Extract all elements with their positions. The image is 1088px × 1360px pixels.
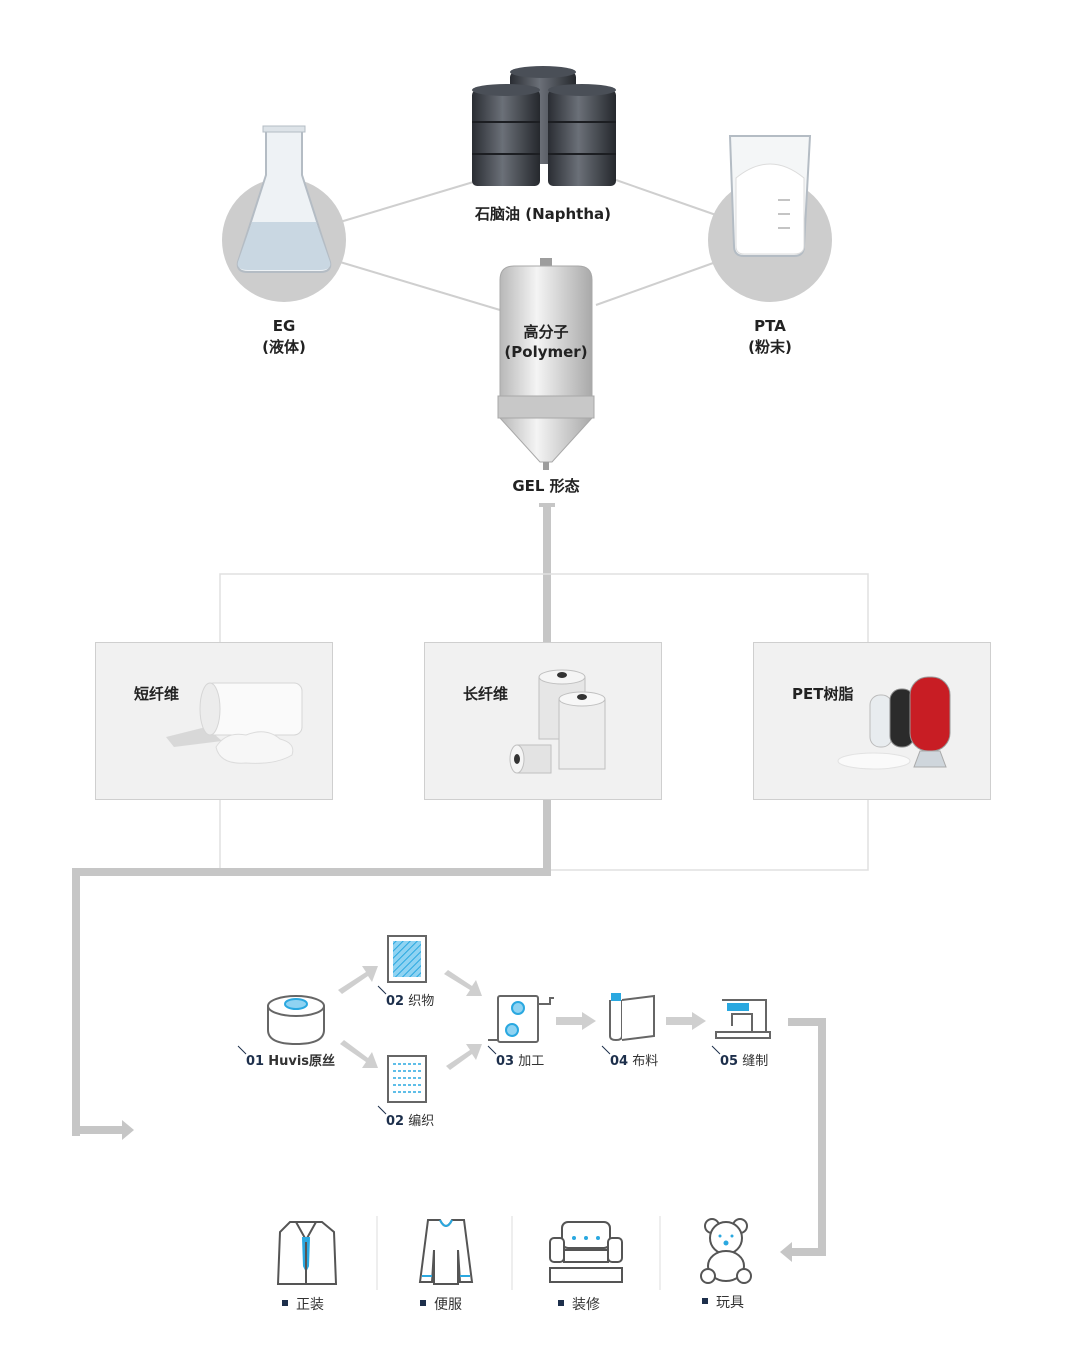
staple-fiber-icon	[166, 682, 303, 764]
step-label: 缝制	[742, 1054, 769, 1069]
category-label: 正装	[296, 1297, 324, 1313]
category-casual-wear: 便服	[420, 1294, 462, 1314]
product-box-filament: 长纤维	[424, 642, 662, 800]
category-dividers	[376, 1216, 661, 1290]
step-number: 02	[386, 994, 405, 1009]
sewing-machine-icon	[715, 999, 771, 1039]
step-number: 04	[610, 1054, 629, 1069]
process-step-processing: 03 加工	[496, 1050, 544, 1069]
polymer-name-label: 高分子	[523, 323, 569, 341]
raw-connectors	[339, 179, 717, 311]
step-label: Huvis原丝	[268, 1054, 336, 1069]
product-title: 长纤维	[463, 685, 509, 703]
product-title: 短纤维	[134, 685, 180, 703]
pta-state-label: (粉末)	[748, 338, 792, 356]
category-label: 装修	[572, 1297, 600, 1313]
filament-spools-icon	[509, 669, 606, 774]
bullet-square	[282, 1300, 288, 1306]
product-title: PET树脂	[792, 685, 854, 703]
naphtha-label: 石脑油 (Naphtha)	[475, 205, 611, 223]
teddy-bear-icon	[700, 1218, 752, 1284]
eg-name-label: EG	[272, 317, 296, 335]
step-label: 编织	[408, 1114, 435, 1129]
pta-name-label: PTA	[754, 317, 786, 335]
suit-icon	[276, 1221, 338, 1285]
step-label: 织物	[408, 994, 435, 1009]
bullet-square	[420, 1300, 426, 1306]
step-label: 加工	[518, 1054, 545, 1069]
category-label: 便服	[434, 1297, 462, 1313]
bullet-square	[702, 1298, 708, 1304]
step-label: 布料	[632, 1054, 659, 1069]
process-step-sewing: 05 缝制	[720, 1050, 768, 1069]
step-ticks	[237, 985, 721, 1115]
step-number: 05	[720, 1054, 739, 1069]
process-step-raw-yarn: 01 Huvis原丝	[246, 1050, 335, 1069]
sofa-icon	[549, 1221, 623, 1283]
casual-top-icon	[418, 1219, 474, 1285]
category-formal-wear: 正装	[282, 1294, 324, 1314]
cloth-roll-icon	[609, 993, 655, 1042]
weaving-icon	[387, 1055, 427, 1103]
eg-state-label: (液体)	[262, 338, 306, 356]
process-step-fabric: 02 织物	[386, 990, 434, 1009]
gel-connector	[539, 503, 555, 643]
bullet-square	[558, 1300, 564, 1306]
polymer-tank-icon	[497, 258, 595, 470]
step-number: 01	[246, 1054, 265, 1069]
process-arrows	[338, 966, 706, 1070]
fabric-icon	[387, 935, 427, 983]
step-number: 02	[386, 1114, 405, 1129]
yarn-spool-icon	[267, 995, 325, 1046]
polymer-en-label: (Polymer)	[504, 343, 588, 361]
naphtha-drums-icon	[472, 66, 616, 186]
product-box-pet-resin: PET树脂	[753, 642, 991, 800]
processing-machine-icon	[488, 995, 554, 1043]
product-box-staple-fiber: 短纤维	[95, 642, 333, 800]
process-step-cloth: 04 布料	[610, 1050, 658, 1069]
pta-beaker-icon	[708, 135, 832, 302]
gel-label: GEL 形态	[512, 477, 580, 495]
eg-flask-icon	[222, 125, 346, 302]
step-number: 03	[496, 1054, 515, 1069]
route-connector	[72, 800, 551, 1140]
category-toys: 玩具	[702, 1292, 744, 1312]
category-label: 玩具	[716, 1295, 744, 1311]
return-connector	[780, 1018, 826, 1262]
pet-resin-jars-icon	[837, 676, 951, 770]
process-step-weaving: 02 编织	[386, 1110, 434, 1129]
category-interior: 装修	[558, 1294, 600, 1314]
